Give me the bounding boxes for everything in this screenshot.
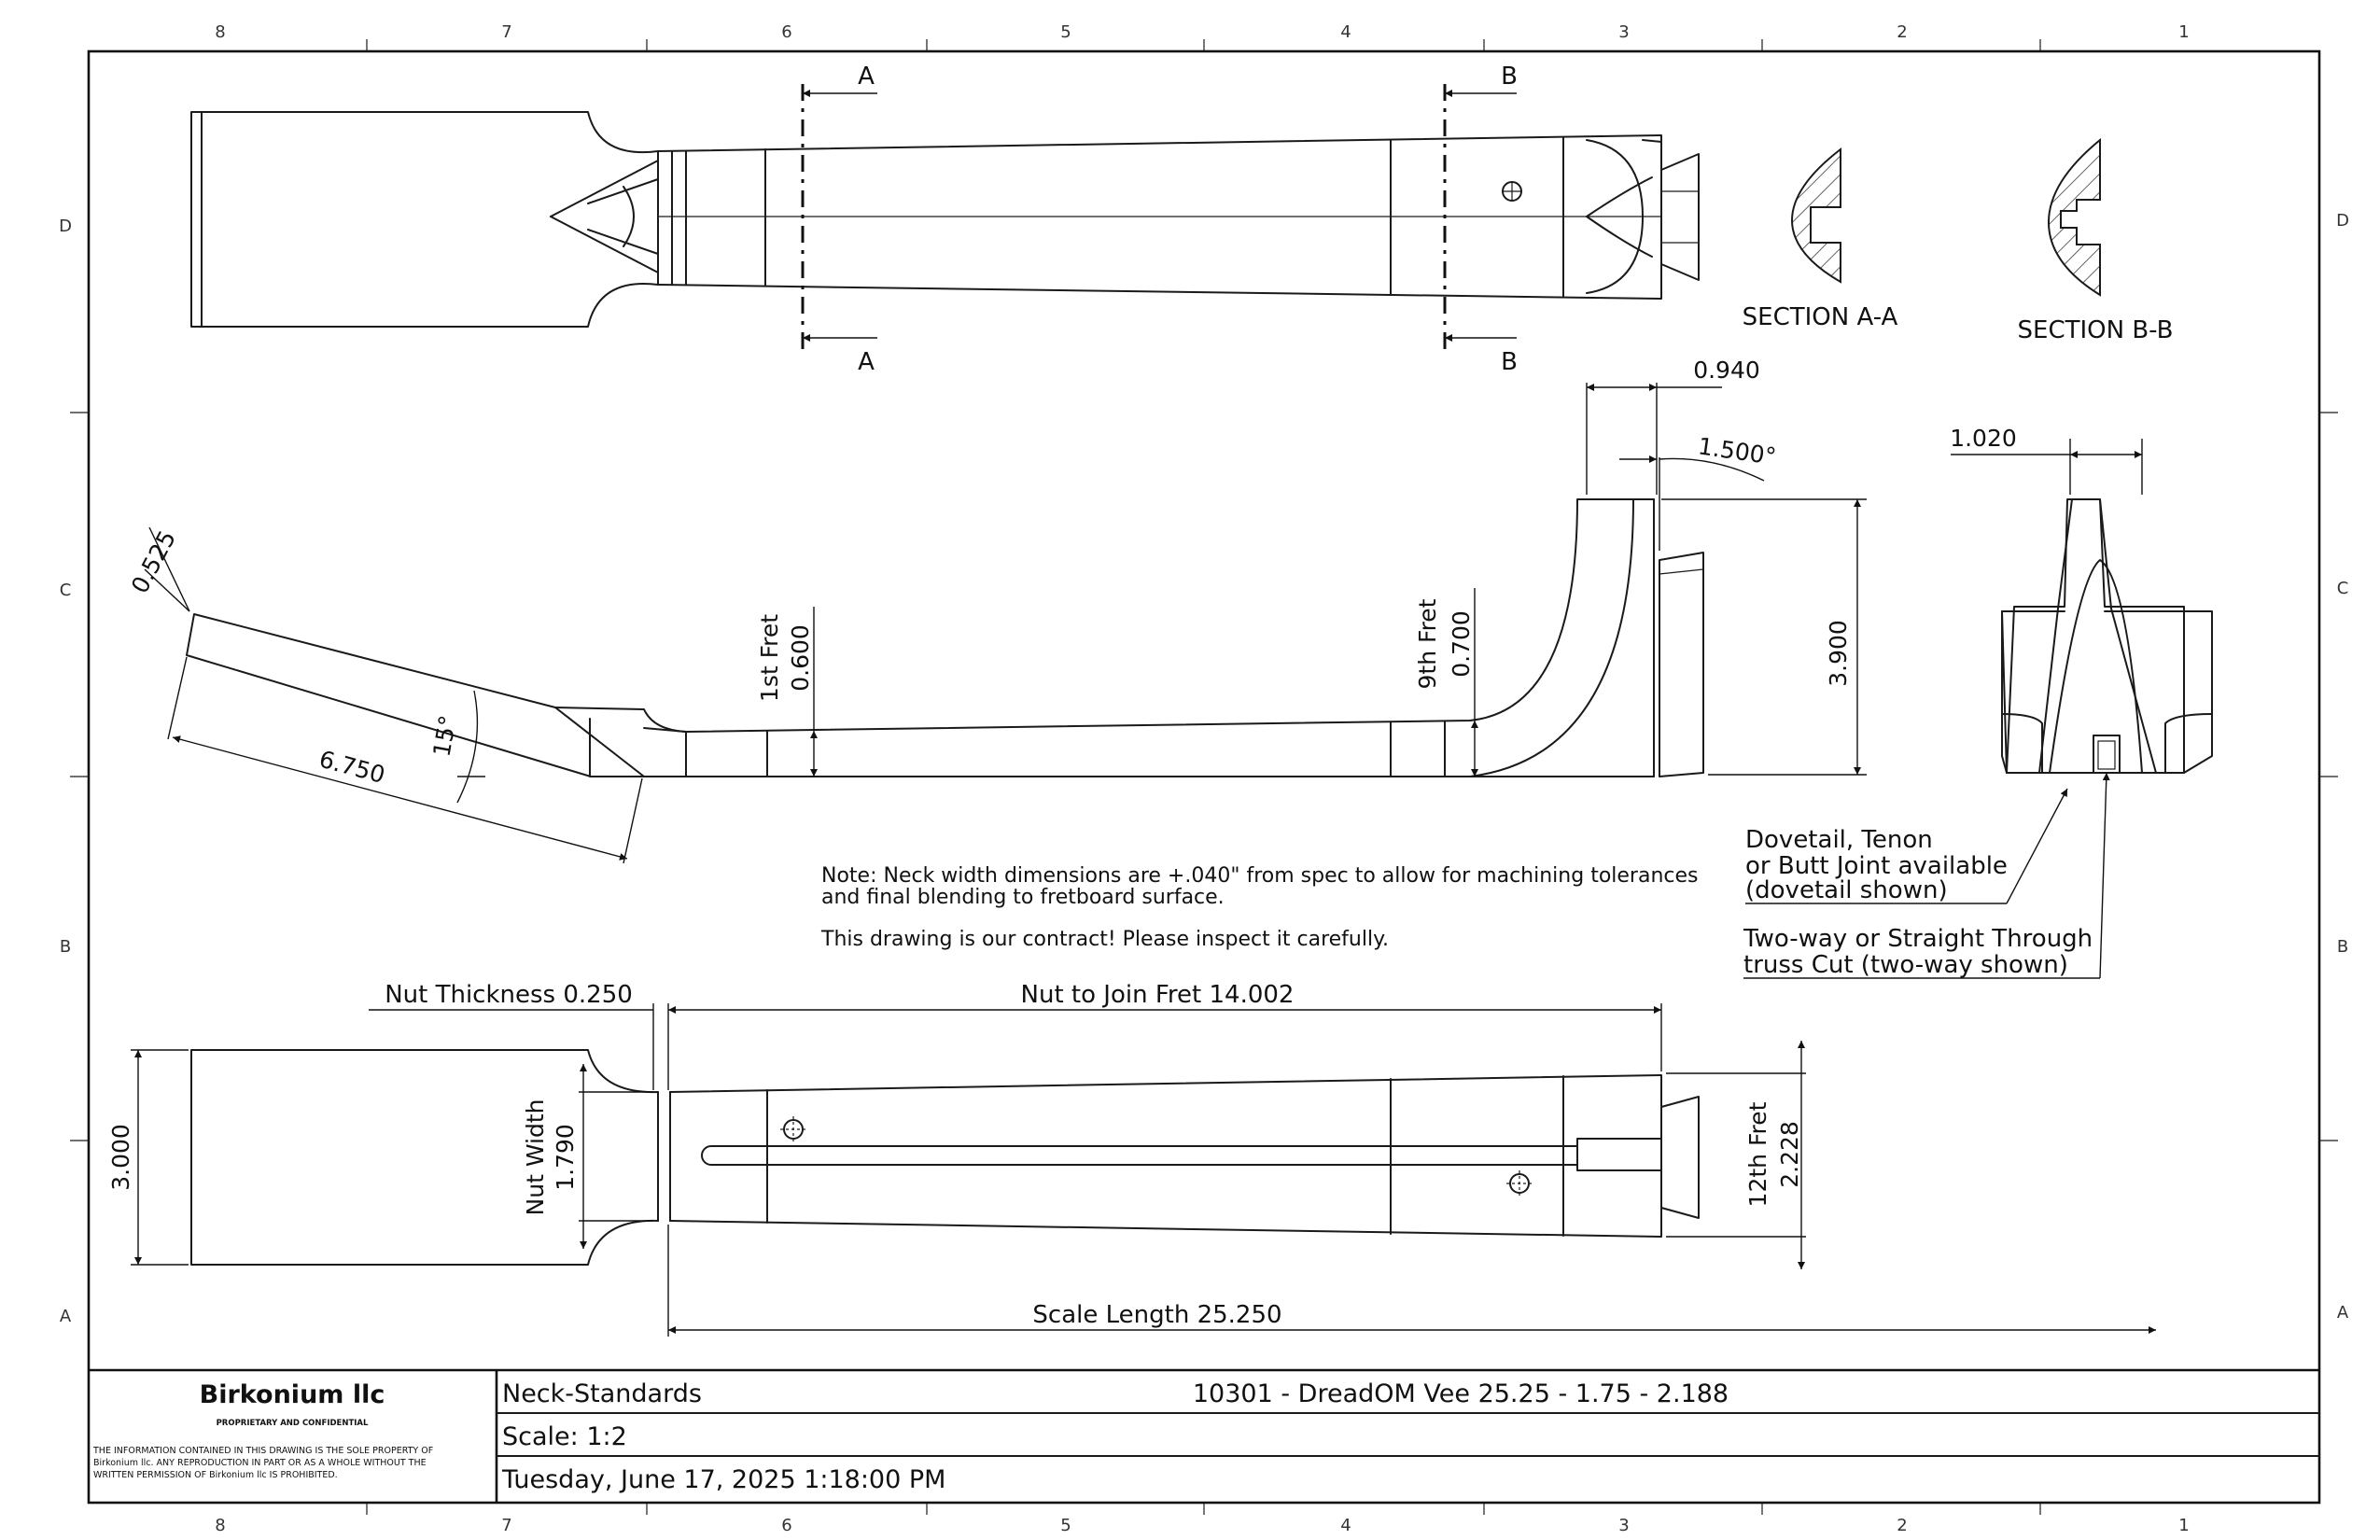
truss-callout-line1: Two-way or Straight Through (1743, 925, 2093, 953)
disclaimer-line2: Birkonium llc. ANY REPRODUCTION IN PART … (93, 1458, 427, 1468)
fret9-value: 0.700 (1448, 610, 1475, 678)
zone-left-b: B (60, 937, 71, 957)
zone-right-b: B (2337, 937, 2348, 957)
section-a-a: SECTION A-A (1743, 147, 1898, 331)
zone-bottom-8: 8 (215, 1516, 225, 1535)
dim-heel-angle: 1.500° (1697, 432, 1778, 469)
dim-headstock-length: 6.750 (316, 746, 388, 790)
zone-top-1: 1 (2178, 22, 2189, 42)
note-line2: and final blending to fretboard surface. (821, 886, 1225, 909)
title-block: Birkonium llc PROPRIETARY AND CONFIDENTI… (89, 1368, 2320, 1503)
dim-nut-to-join: Nut to Join Fret 14.002 (1021, 981, 1295, 1009)
dim-heel-width: 0.940 (1693, 357, 1760, 384)
zone-right-a: A (2337, 1303, 2349, 1323)
zone-top-5: 5 (1060, 22, 1071, 42)
zone-bottom-7: 7 (501, 1516, 511, 1535)
section-mark-b-bottom: B (1501, 348, 1518, 376)
fret1-label: 1st Fret (756, 614, 783, 702)
part-number: 10301 - DreadOM Vee 25.25 - 1.75 - 2.188 (1193, 1379, 1729, 1408)
fret1-value: 0.600 (787, 624, 814, 692)
plan-view: Nut Thickness 0.250 Nut to Join Fret 14.… (107, 981, 2156, 1337)
dim-headstock-angle: 15° (428, 713, 462, 759)
zone-bottom-5: 5 (1060, 1516, 1071, 1535)
nut-width-label: Nut Width (522, 1099, 549, 1216)
fret9-label: 9th Fret (1414, 598, 1441, 689)
notes: Note: Neck width dimensions are +.040" f… (820, 864, 1699, 951)
zone-bottom-2: 2 (1897, 1516, 1907, 1535)
proprietary-label: PROPRIETARY AND CONFIDENTIAL (217, 1419, 369, 1428)
dim-nut-thickness: Nut Thickness 0.250 (385, 981, 633, 1009)
section-mark-a-top: A (858, 63, 875, 91)
section-b-b: SECTION B-B (2018, 137, 2174, 344)
zone-bottom-6: 6 (781, 1516, 791, 1535)
zone-bottom-1: 1 (2178, 1516, 2189, 1535)
disclaimer-line1: THE INFORMATION CONTAINED IN THIS DRAWIN… (92, 1446, 433, 1456)
truss-callout: Two-way or Straight Through truss Cut (t… (1743, 772, 2110, 979)
project-name: Neck-Standards (502, 1379, 702, 1408)
joint-callout-line3: (dovetail shown) (1745, 876, 1948, 904)
joint-callout: Dovetail, Tenon or Butt Joint available … (1745, 788, 2068, 904)
side-view: 0.525 6.750 15° 1st Fret 0.600 9th Fret … (126, 357, 1867, 864)
zone-top-6: 6 (781, 22, 791, 42)
zone-left-a: A (60, 1307, 72, 1326)
disclaimer-line3: WRITTEN PERMISSION OF Birkonium llc IS P… (93, 1470, 338, 1480)
zone-top-8: 8 (215, 22, 225, 42)
zone-bottom-3: 3 (1618, 1516, 1629, 1535)
dim-headstock-thickness: 0.525 (126, 526, 181, 598)
zone-top-7: 7 (501, 22, 511, 42)
truss-callout-line2: truss Cut (two-way shown) (1743, 951, 2068, 979)
note-line3: This drawing is our contract! Please ins… (820, 928, 1389, 951)
sheet-border (70, 39, 2338, 1515)
zone-top-3: 3 (1618, 22, 1629, 42)
fret12-value: 2.228 (1776, 1121, 1803, 1188)
zone-left-c: C (60, 581, 72, 600)
section-a-label: SECTION A-A (1743, 303, 1898, 331)
section-mark-b-top: B (1501, 63, 1518, 91)
dim-heel-height: 3.900 (1825, 620, 1852, 687)
joint-callout-line2: or Butt Joint available (1745, 852, 2008, 880)
zone-right-c: C (2337, 579, 2349, 598)
dim-headstock-width: 3.000 (107, 1124, 134, 1191)
zone-left-d: D (59, 217, 72, 236)
end-view: 1.020 (1950, 425, 2213, 774)
section-mark-a-bottom: A (858, 348, 875, 376)
drawing-date: Tuesday, June 17, 2025 1:18:00 PM (501, 1465, 945, 1494)
nut-width-value: 1.790 (552, 1124, 579, 1191)
top-view: A A B B (190, 63, 1700, 376)
zone-top-4: 4 (1340, 22, 1351, 42)
dim-end-width: 1.020 (1950, 425, 2017, 452)
section-b-label: SECTION B-B (2018, 316, 2174, 344)
zone-right-d: D (2336, 211, 2349, 231)
dim-scale-length: Scale Length 25.250 (1032, 1301, 1281, 1329)
drawing-scale: Scale: 1:2 (502, 1422, 627, 1451)
zone-labels: 8 7 6 5 4 3 2 1 8 7 6 5 4 3 2 1 D C B A … (59, 22, 2349, 1535)
zone-bottom-4: 4 (1340, 1516, 1351, 1535)
fret12-label: 12th Fret (1744, 1101, 1771, 1207)
joint-callout-line1: Dovetail, Tenon (1745, 826, 1933, 854)
note-line1: Note: Neck width dimensions are +.040" f… (821, 864, 1699, 888)
company-name: Birkonium llc (200, 1380, 385, 1409)
zone-top-2: 2 (1897, 22, 1907, 42)
